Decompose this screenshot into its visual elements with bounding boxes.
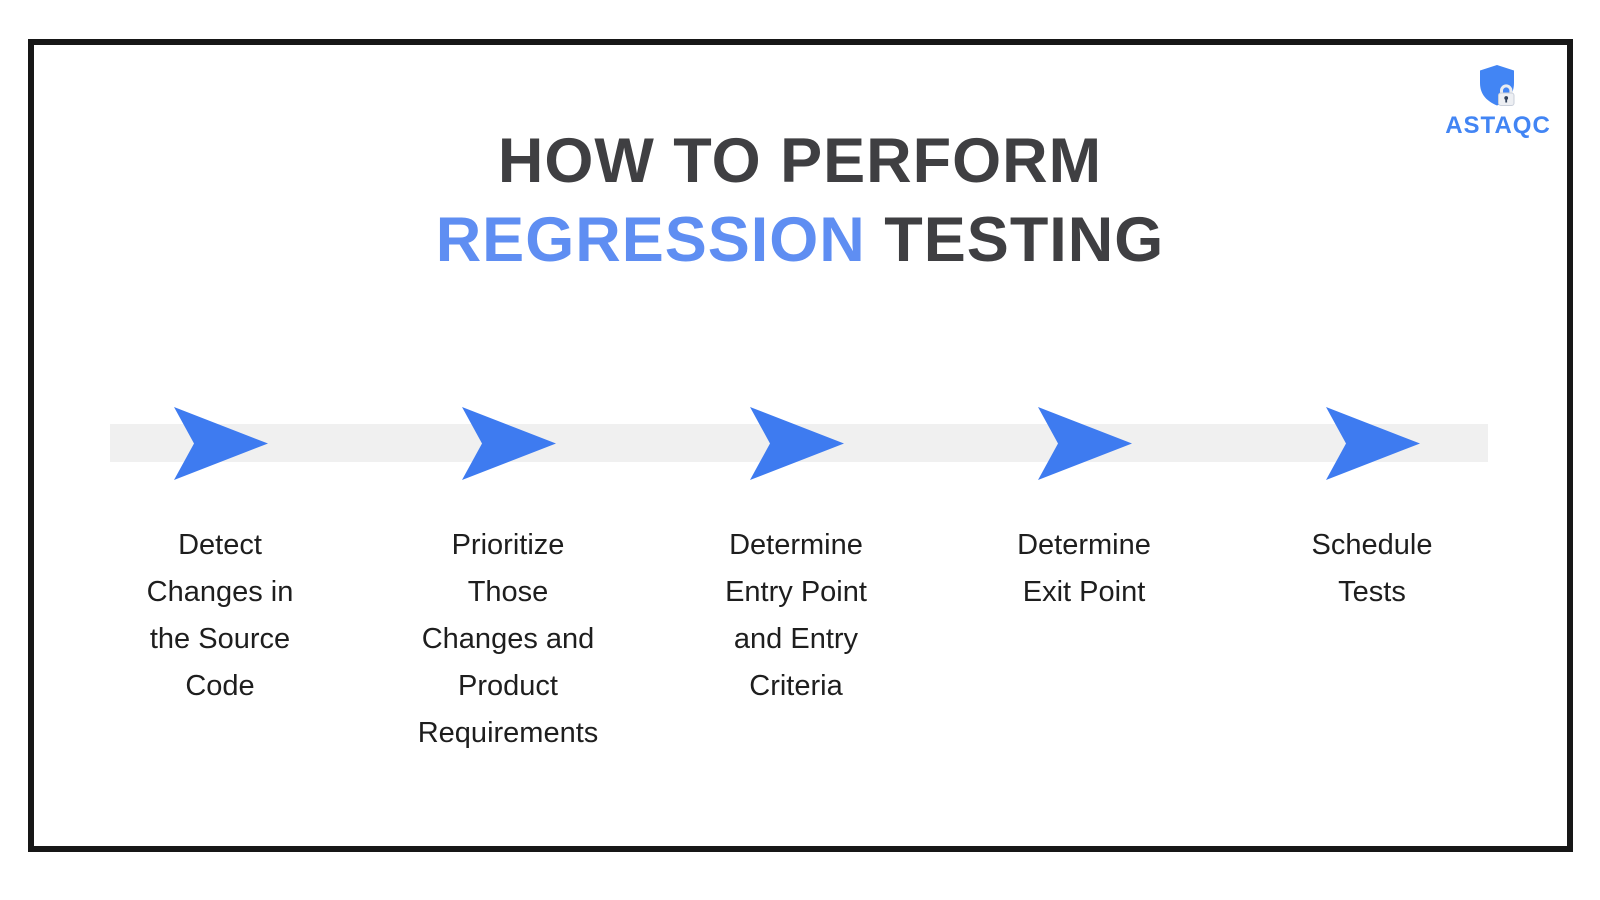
page-title: HOW TO PERFORM REGRESSION TESTING xyxy=(0,122,1600,280)
shield-lock-icon xyxy=(1480,65,1515,106)
logo: ASTAQC xyxy=(1428,64,1568,140)
arrow-right-icon xyxy=(1326,407,1420,480)
logo-text: ASTAQC xyxy=(1445,112,1551,139)
step-label: Prioritize Those Changes and Product Req… xyxy=(417,529,599,749)
arrow-right-icon xyxy=(1038,407,1132,480)
step-label: Determine Exit Point xyxy=(1017,529,1151,608)
step-label: Schedule Tests xyxy=(1311,529,1433,608)
step-label: Detect Changes in the Source Code xyxy=(146,529,294,702)
title-line2-rest: TESTING xyxy=(884,205,1165,275)
title-highlight: REGRESSION xyxy=(435,205,866,275)
arrow-right-icon xyxy=(174,407,268,480)
lock-glyph xyxy=(1498,84,1515,106)
arrow-right-icon xyxy=(462,407,556,480)
step-label: Determine Entry Point and Entry Criteria xyxy=(725,529,867,702)
arrow-right-icon xyxy=(750,407,844,480)
title-line1: HOW TO PERFORM xyxy=(497,126,1103,196)
